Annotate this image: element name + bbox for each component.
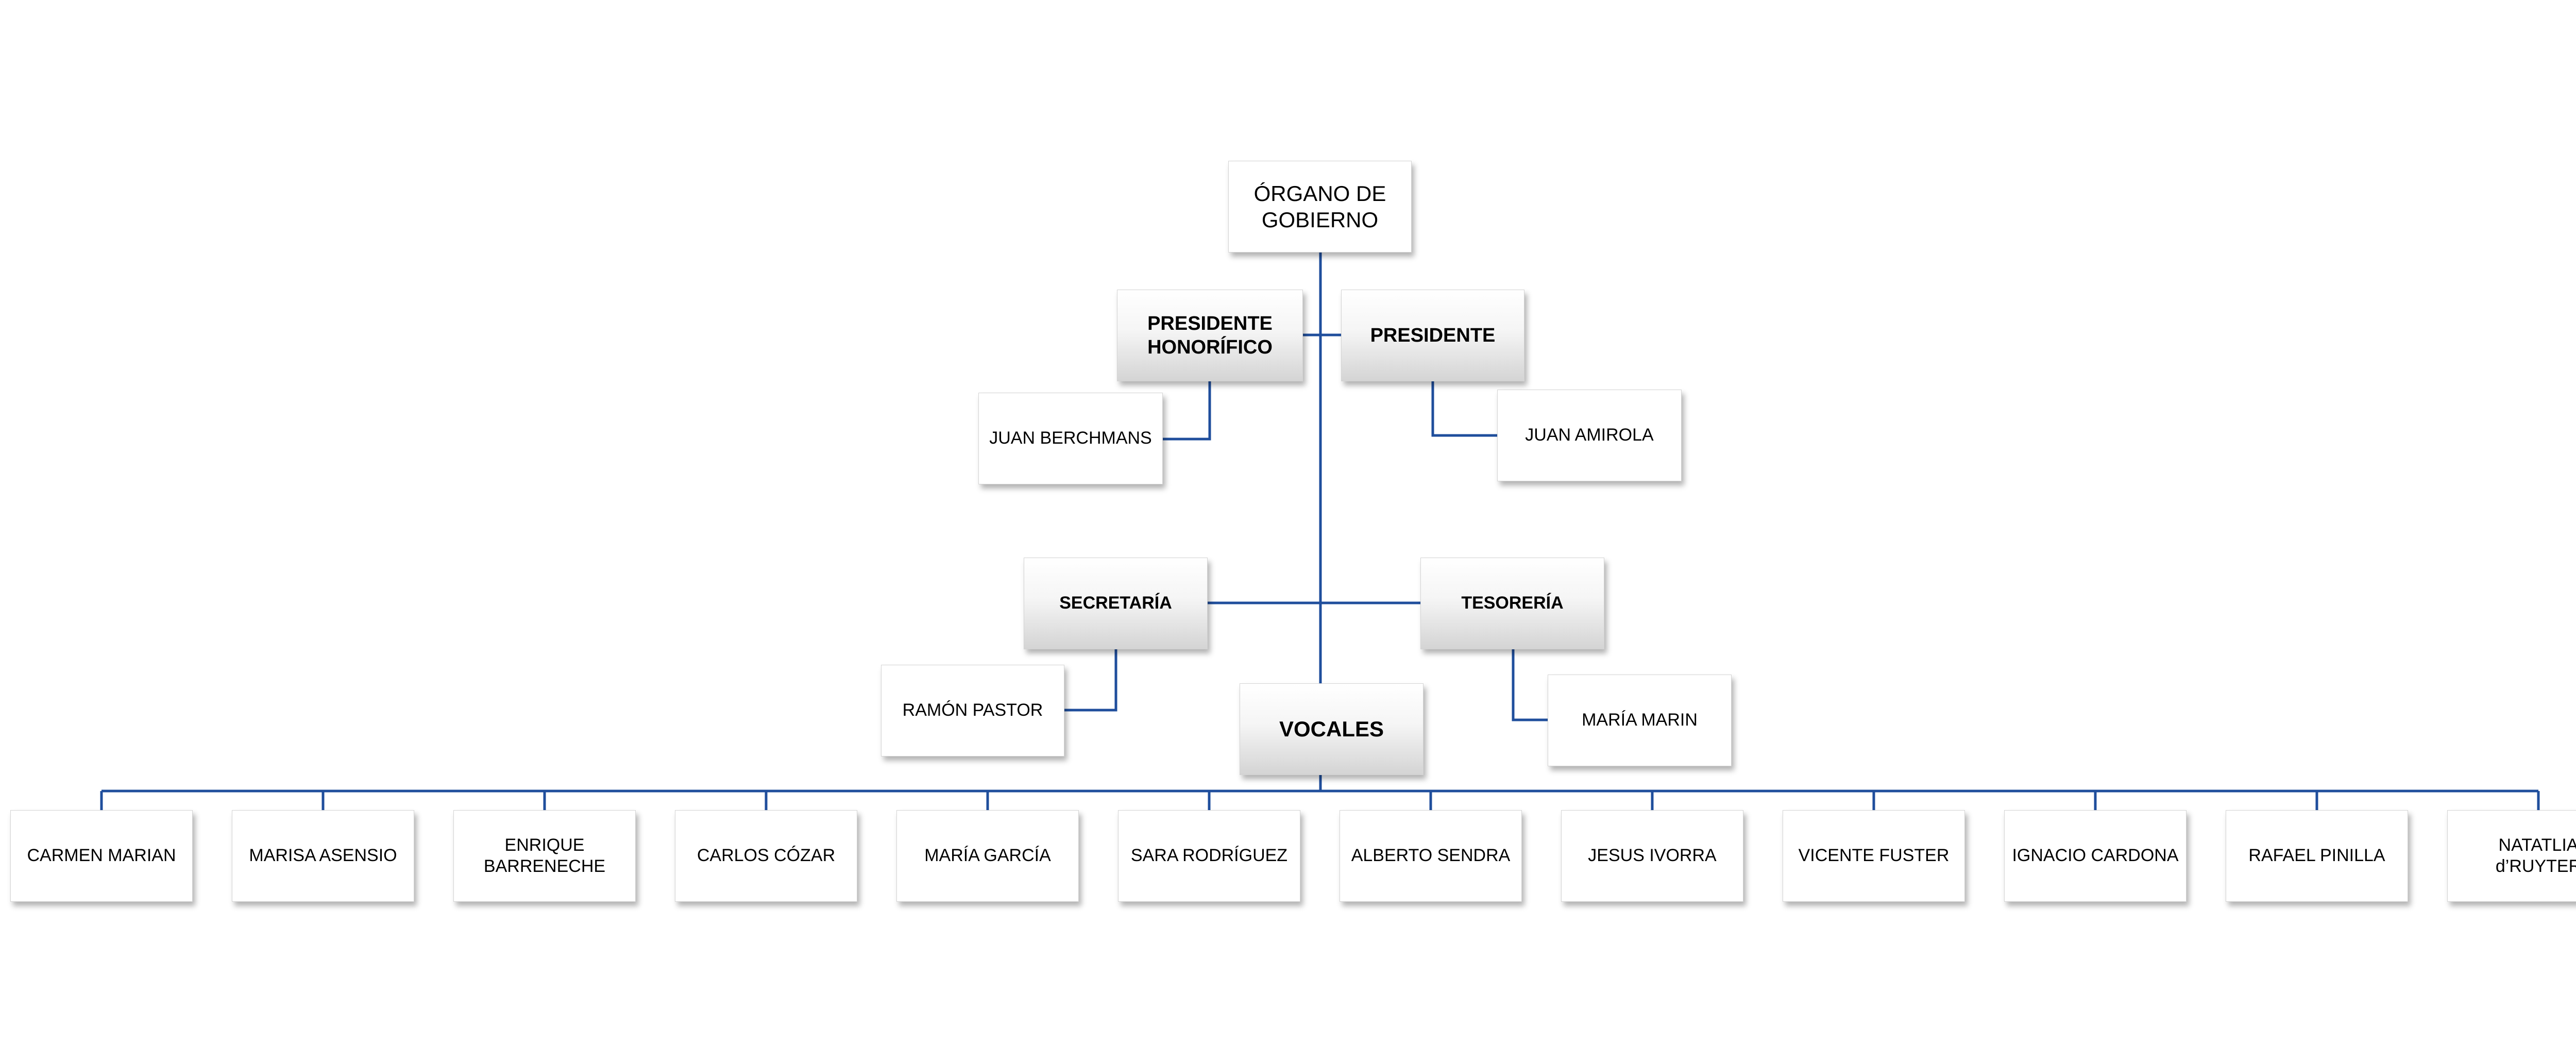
vocal-member-node[interactable]: RAFAEL PINILLA [2226,810,2408,902]
vocal-member-node[interactable]: IGNACIO CARDONA [2004,810,2187,902]
secretaria-node[interactable]: SECRETARÍA [1024,558,1208,649]
vocal-member-node[interactable]: ENRIQUE BARRENECHE [453,810,636,902]
presidente-member-node[interactable]: JUAN AMIROLA [1497,390,1682,481]
vocal-member-name: MARISA ASENSIO [249,846,397,866]
vocal-member-node[interactable]: MARISA ASENSIO [232,810,414,902]
presidente-label: PRESIDENTE [1370,324,1496,346]
presidente-honorifico-label: PRESIDENTE HONORÍFICO [1147,312,1273,358]
vocales-label: VOCALES [1279,717,1384,742]
tesoreria-member-node[interactable]: MARÍA MARIN [1548,675,1732,766]
tesoreria-label: TESORERÍA [1461,593,1564,613]
vocal-member-node[interactable]: CARMEN MARIAN [10,810,193,902]
presidente-honorifico-node[interactable]: PRESIDENTE HONORÍFICO [1117,290,1303,381]
vocal-member-name: CARMEN MARIAN [27,846,176,866]
vocal-member-name: IGNACIO CARDONA [2012,846,2179,866]
vocales-drop-lines [100,791,2540,810]
vocal-member-node[interactable]: VICENTE FUSTER [1783,810,1965,902]
vocal-member-node[interactable]: SARA RODRÍGUEZ [1118,810,1300,902]
vocal-member-name: CARLOS CÓZAR [697,846,836,866]
vocal-member-name: MARÍA GARCÍA [924,846,1051,866]
vocal-member-name: ALBERTO SENDRA [1351,846,1511,866]
tesoreria-node[interactable]: TESORERÍA [1420,558,1604,649]
vocal-member-name: ENRIQUE BARRENECHE [483,835,606,876]
secretaria-member: RAMÓN PASTOR [902,700,1043,720]
vocal-member-node[interactable]: MARÍA GARCÍA [896,810,1079,902]
vocal-member-name: VICENTE FUSTER [1798,846,1950,866]
vocal-member-name: NATATLIA d’RUYTER [2495,835,2576,876]
presidente-honorifico-member-node[interactable]: JUAN BERCHMANS [978,393,1163,484]
honorario-member-line [1163,381,1211,441]
root-label: ÓRGANO DE GOBIERNO [1253,181,1386,232]
vocal-member-name: RAFAEL PINILLA [2248,846,2385,866]
vocal-member-node[interactable]: CARLOS CÓZAR [675,810,857,902]
secretaria-member-line [1064,649,1117,712]
vocal-member-name: JESUS IVORRA [1588,846,1717,866]
vocal-member-node[interactable]: NATATLIA d’RUYTER [2447,810,2576,902]
secretaria-label: SECRETARÍA [1059,593,1172,613]
tesoreria-member-line [1512,649,1548,721]
presidente-node[interactable]: PRESIDENTE [1341,290,1524,381]
secretaria-member-node[interactable]: RAMÓN PASTOR [881,665,1064,756]
vocal-member-node[interactable]: ALBERTO SENDRA [1340,810,1522,902]
presidente-member-line [1431,381,1497,437]
presidente-member: JUAN AMIROLA [1525,425,1654,445]
root-node[interactable]: ÓRGANO DE GOBIERNO [1228,161,1412,253]
presidente-honorifico-member: JUAN BERCHMANS [989,428,1152,448]
vocal-member-name: SARA RODRÍGUEZ [1130,846,1288,866]
vocal-member-node[interactable]: JESUS IVORRA [1561,810,1743,902]
vocales-node[interactable]: VOCALES [1240,683,1423,775]
tesoreria-member: MARÍA MARIN [1582,710,1698,730]
